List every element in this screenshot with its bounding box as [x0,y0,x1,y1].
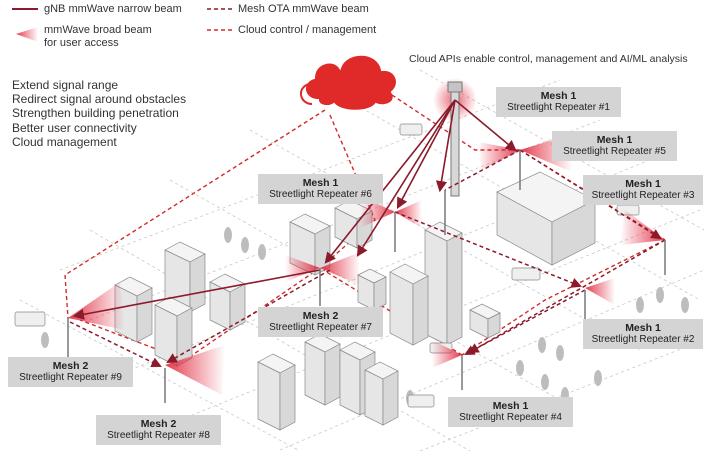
legend-glyphs [12,8,233,42]
narrow-beams [72,99,517,320]
benefits-list: Extend signal range Redirect signal arou… [12,78,186,149]
mesh-name: Mesh 1 [625,322,661,334]
mesh-name: Mesh 1 [302,177,339,189]
cloud-icon [300,53,398,112]
mesh-name: Mesh 2 [140,418,177,430]
repeater-name: Streetlight Repeater #2 [591,334,695,345]
broad-beam [320,252,360,285]
broad-beam [68,282,125,330]
repeater-name: Streetlight Repeater #6 [269,189,372,200]
repeater-name: Streetlight Repeater #5 [563,146,666,157]
building [164,241,206,313]
broad-beam [165,345,225,395]
repeater-name: Streetlight Repeater #1 [507,102,610,113]
repeater-name: Streetlight Repeater #9 [19,372,122,383]
broad-beam [620,210,665,245]
benefit-item: Cloud management [12,134,117,149]
repeater-name: Streetlight Repeater #4 [459,412,562,423]
broad-beams [68,134,665,395]
building [257,353,296,431]
mesh-name: Mesh 2 [302,310,339,322]
benefit-item: Strengthen building penetration [12,106,179,121]
legend-ota-beam: Mesh OTA mmWave beam [238,3,369,15]
legend-narrow-beam: gNB mmWave narrow beam [44,3,182,15]
mesh-name: Mesh 1 [540,90,577,102]
building [389,263,429,346]
mesh-name: Mesh 2 [52,360,89,372]
benefit-item: Redirect signal around obstacles [12,92,187,107]
mesh-name: Mesh 1 [492,400,529,412]
building [357,268,387,311]
broad-beam [585,278,615,305]
streetlights [67,150,666,403]
benefit-item: Extend signal range [12,78,119,92]
broad-beam [478,142,520,170]
broad-beam-swatch [16,27,38,42]
building [364,361,399,426]
mesh-name: Mesh 1 [625,178,661,190]
benefit-item: Better user connectivity [12,120,137,135]
ota-beams [69,149,666,368]
building [209,273,246,331]
building [154,296,193,367]
gnb-tower-icon [447,81,463,197]
building [304,333,341,406]
repeater-name: Streetlight Repeater #8 [107,430,210,441]
broad-beam [360,196,395,228]
repeater-name: Streetlight Repeater #3 [591,190,695,201]
buildings [114,171,596,431]
legend-cloud-control: Cloud control / management [238,24,377,36]
building [424,221,463,346]
broad-beam [432,340,462,368]
mesh-name: Mesh 1 [596,134,633,146]
broad-beam [395,200,422,228]
building [496,171,596,266]
legend-broad-beam-line1: mmWave broad beam [44,24,152,36]
cloud-apis-note: Cloud APIs enable control, management an… [409,53,688,65]
legend-broad-beam-line2: for user access [44,37,119,49]
repeater-name: Streetlight Repeater #7 [269,322,372,333]
building [469,303,501,339]
